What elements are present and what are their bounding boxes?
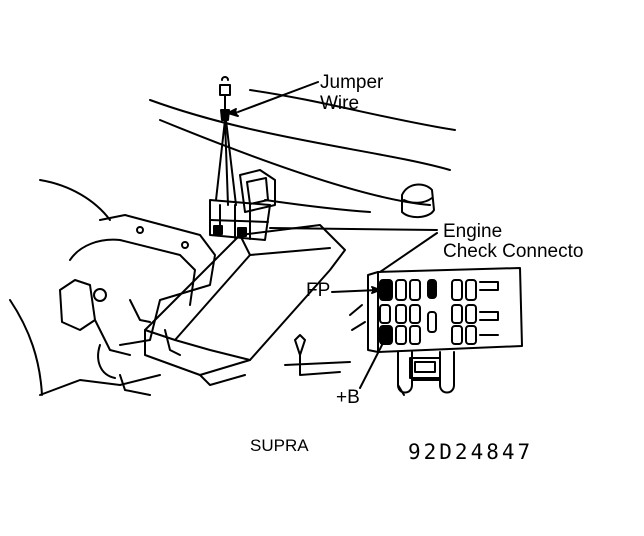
fp-terminal-label: FP bbox=[306, 280, 331, 301]
mounting-bracket bbox=[284, 304, 366, 376]
engine-block bbox=[39, 214, 216, 396]
connector-housing bbox=[144, 224, 346, 386]
hood-outline bbox=[9, 89, 456, 396]
reservoir-cap bbox=[401, 183, 435, 218]
connector-detail bbox=[367, 267, 523, 396]
diagnostic-connector-on-housing bbox=[209, 169, 276, 241]
engine-check-connector-label-line2: Check Connecto bbox=[443, 241, 584, 262]
jumper-wire-label-line1: Jumper bbox=[320, 72, 384, 93]
figure-code: 92D24847 bbox=[408, 440, 534, 464]
plus-b-terminal-label: +B bbox=[336, 387, 360, 408]
leader-lines bbox=[227, 81, 438, 389]
jumper-wire bbox=[215, 76, 237, 206]
jumper-wire-label-line2: Wire bbox=[320, 93, 360, 114]
model-caption: SUPRA bbox=[250, 436, 309, 455]
engine-check-connector-label-line1: Engine bbox=[443, 221, 503, 242]
